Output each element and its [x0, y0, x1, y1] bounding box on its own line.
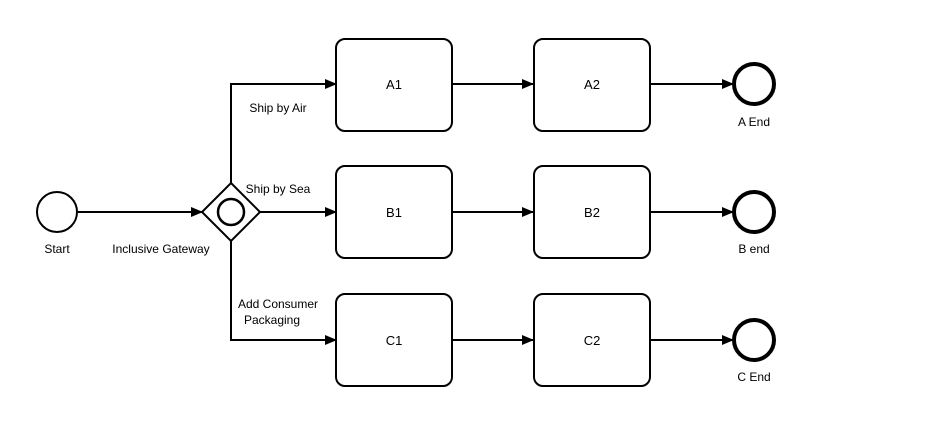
flow-label-packaging: Packaging — [244, 313, 300, 327]
end-event-b-circle[interactable] — [732, 190, 776, 234]
flow-add-consumer-packaging[interactable] — [230, 241, 337, 345]
task-a2-box[interactable] — [533, 38, 651, 132]
flow-label-ship-by-air: Ship by Air — [249, 101, 306, 115]
task-a1[interactable]: A1 — [335, 38, 453, 132]
task-a2[interactable]: A2 — [533, 38, 651, 132]
end-event-b-label: B end — [738, 242, 769, 256]
task-b1-box[interactable] — [335, 165, 453, 259]
task-c2-label: C2 — [584, 333, 601, 348]
task-b1[interactable]: B1 — [335, 165, 453, 259]
sequence-flows — [78, 79, 734, 345]
task-b1-label: B1 — [386, 205, 402, 220]
inclusive-gateway[interactable] — [200, 181, 262, 243]
task-c1[interactable]: C1 — [335, 293, 453, 387]
flow-label-ship-by-sea: Ship by Sea — [246, 182, 311, 196]
flow-label-add-consumer: Add Consumer — [238, 297, 318, 311]
start-event-label: Start — [44, 242, 70, 256]
task-a1-box[interactable] — [335, 38, 453, 132]
start-event-circle[interactable] — [36, 191, 78, 233]
flow-ship-by-air[interactable] — [230, 79, 337, 183]
task-c1-label: C1 — [386, 333, 403, 348]
task-b2-box[interactable] — [533, 165, 651, 259]
gateway-diamond[interactable] — [200, 181, 262, 243]
task-b2[interactable]: B2 — [533, 165, 651, 259]
task-a2-label: A2 — [584, 77, 600, 92]
task-c1-box[interactable] — [335, 293, 453, 387]
task-b2-label: B2 — [584, 205, 600, 220]
end-event-a-circle[interactable] — [732, 62, 776, 106]
task-c2-box[interactable] — [533, 293, 651, 387]
gateway-label: Inclusive Gateway — [112, 242, 209, 256]
inclusive-gateway-icon — [216, 197, 246, 227]
end-event-a-label: A End — [738, 115, 770, 129]
end-event-c-label: C End — [737, 370, 770, 384]
task-c2[interactable]: C2 — [533, 293, 651, 387]
end-event-c-circle[interactable] — [732, 318, 776, 362]
task-a1-label: A1 — [386, 77, 402, 92]
